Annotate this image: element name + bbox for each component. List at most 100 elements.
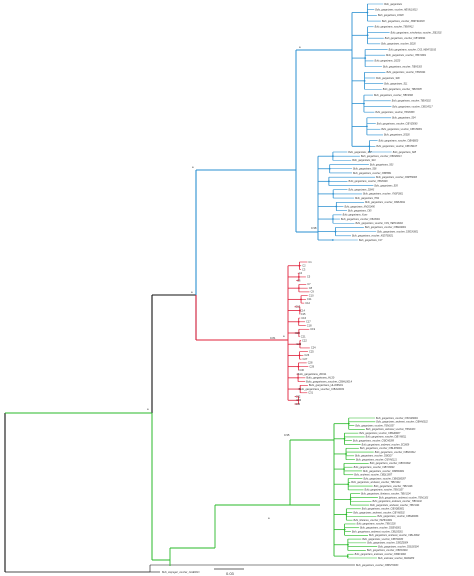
- leaf-label: Bufo_gargarizans_voucher_KIZ0700021: [352, 236, 394, 238]
- leaf-label: Bufo_gargarizans_voucher_CIBGZ0007: [359, 433, 401, 435]
- leaf-label: Bufo_gargarizans_HLJ06N01: [309, 383, 344, 387]
- leaf-label: C7: [307, 282, 311, 286]
- leaf-label: C29: [309, 364, 314, 368]
- leaf-label: Bufo_gargarizans_voucher_CIBYN0033: [362, 539, 404, 541]
- leaf-label: C32: [296, 394, 301, 398]
- leaf-label: Bufo_gargarizans_S08: [393, 152, 417, 154]
- leaf-label: Bufo_gargarizans_C17: [359, 240, 383, 242]
- leaf-label: Bufo_gargarizans_voucher_CIBGZ0006: [377, 516, 419, 518]
- leaf-label: C13: [295, 305, 300, 309]
- support-value: 0.98: [311, 226, 317, 230]
- leaf-label: Bufo_gargarizans_voucher_CIBKM0001: [363, 471, 405, 473]
- leaf-label: Bufo_gargarizans_voucher_HEXIU10613: [375, 9, 418, 11]
- leaf-label: Bufo_gargarizans_andrewsi_voucher_CIBYN0…: [353, 512, 405, 514]
- leaf-label: C10: [309, 293, 314, 297]
- leaf-label: Bufo_gargarizans_andrewsi_voucher_CIBLJ0…: [369, 535, 420, 537]
- leaf-label: C14: [300, 308, 305, 312]
- leaf-label: Bufo_gargarizans_voucher_CIBYZ0080: [377, 123, 418, 125]
- leaf-label: Bufo_gargarizans_voucher_TIBV0305: [383, 89, 423, 91]
- leaf-label: Bufo_gargarizans_voucher_CIBZJ0011: [365, 202, 406, 204]
- support-value: 0.95: [284, 433, 290, 437]
- leaf-label: Bufo_gargarizans_HN9: [355, 198, 380, 200]
- leaf-label: Bufo_gargarizans_voucher_CIBJX001: [341, 219, 381, 221]
- leaf-label: Bufo_gargarizans_S06: [353, 169, 377, 171]
- leaf-label: Bufo_gargarizans_voucher_CIBHL0014: [306, 379, 352, 383]
- support-value: a: [191, 290, 193, 294]
- leaf-label: Bufo_gargarizans_tibetanus_voucher_TIBV1…: [361, 492, 411, 495]
- leaf-label: Bufo_gargarizans_20011: [297, 372, 326, 376]
- support-value: a: [268, 516, 270, 520]
- leaf-label: Bufo_tibetanus_voucher_HEHF10001: [353, 519, 392, 522]
- tree-branches: [4, 3, 392, 573]
- leaf-label: Bufo_gargarizans_voucher_CIBLS0004: [378, 545, 419, 548]
- leaf-label: Bufo_gargarizans_voucher_CIBJL0003: [299, 387, 345, 391]
- leaf-label: C18: [307, 323, 312, 327]
- leaf-label: Bufo_gargarizans_S09: [376, 78, 400, 80]
- leaf-label: Bufo_gargarizans_andrewsi_voucher_SC0009: [362, 444, 410, 446]
- leaf-label: Bufo_gargarizans_voucher_CIBXDB0001: [362, 509, 405, 511]
- leaf-label: Bufo_gargarizans_voucher_CIBXZ0013: [361, 156, 402, 158]
- leaf-label: Bufo_gargarizans_HL30: [306, 376, 335, 380]
- leaf-label: Bufo_gargarizans_voucher_CIBSN0001: [360, 528, 402, 530]
- leaf-label: C3: [302, 267, 306, 271]
- leaf-label: Bufo_gargarizans_voucher_TIBV0412: [375, 26, 415, 29]
- support-value: a: [283, 334, 285, 338]
- leaf-label: C16: [301, 316, 306, 320]
- leaf-label: Bufo_gargarizans_voucher_CIBGD7: [355, 456, 393, 458]
- leaf-label: Bufo_gargarizans_C85: [348, 210, 372, 212]
- leaf-label: C25: [309, 349, 314, 353]
- leaf-label: Bufo_gargarizans: [384, 4, 403, 6]
- support-value: 0.81: [270, 336, 276, 340]
- leaf-label: C9: [310, 290, 314, 294]
- leaf-label: Bufo_gargarizans_voucher_YBSY0001: [386, 55, 427, 57]
- leaf-label: C15: [301, 312, 306, 316]
- leaf-label: C27: [303, 357, 308, 361]
- leaf-label: Bufo_gargarizans_voucher_TIBV1106: [374, 486, 413, 488]
- leaf-label: Bufo_andrewsi_voucher_NGR0289: [378, 558, 415, 560]
- leaf-label: Bufo_gargarizans_voucher_CIBHH0003: [376, 177, 418, 179]
- leaf-label: Bufo_gargarizans_voucher_CIBSC0012: [375, 452, 417, 454]
- leaf-label: Bufo_gargarizans_voucher_CIBGX0001: [377, 231, 419, 233]
- leaf-label: Bufo_gargarizans_voucher_TIBV0401: [386, 71, 426, 74]
- leaf-label: Bufo_gargarizans_voucher_CIBHZY0003: [356, 565, 399, 567]
- leaf-label: C2: [302, 264, 306, 268]
- support-value: a: [299, 45, 301, 49]
- leaf-label: C23: [296, 342, 301, 346]
- leaf-label: Bufo_gargarizans_S10: [352, 160, 376, 162]
- leaf-label: C21: [301, 335, 306, 339]
- leaf-label: C20: [295, 331, 300, 335]
- leaf-label: C12: [305, 301, 310, 305]
- leaf-label: Bufo_gargarizans_voucher_CIBGZ0004: [367, 542, 409, 545]
- leaf-label: Bufo_gargarizans_voucher_CIBYN0121: [356, 459, 398, 461]
- leaf-label: Bufo_gargarizans_18220: [375, 61, 401, 63]
- leaf-label: Bufo_gargarizans_voucher_YNSF0001: [363, 194, 404, 196]
- leaf-label: Bufo_gargarizans_S11: [384, 83, 408, 85]
- leaf-label: Bufo_gargarizans_voucher_CIBLSH0001: [360, 448, 403, 450]
- leaf-label: C4: [299, 271, 303, 275]
- leaf-label: C8: [309, 286, 313, 290]
- leaf-label: Bufo_gargarizans_voucher_TIBV0303: [383, 66, 423, 68]
- leaf-label: C5: [307, 275, 311, 279]
- leaf-label: Bufo_gargarizans_voucher_CIBGD0001: [365, 227, 407, 229]
- leaf-label: Bufo_gargarizans_voucher_CIBYN0011: [366, 437, 407, 439]
- leaf-label: Bufo_gargarizans_18248: [378, 14, 404, 17]
- leaf-label: C30: [299, 368, 304, 372]
- tree-leaf-labels: Bufo_gargarizans_voucher_CIBHZY0003 Bufo_…: [162, 4, 442, 574]
- leaf-label: Bufo_gargarizans_20026: [384, 135, 410, 137]
- leaf-label: C33: [296, 398, 301, 402]
- leaf-label: Bufo_gargarizans_S05: [374, 185, 398, 187]
- leaf-label: Bufo_gargarizans_voucher_CIBYZ0107: [376, 146, 417, 148]
- leaf-label: Bufo_gargarizans_andrewsi_voucher_TIBV10…: [351, 482, 401, 484]
- leaf-label: Bufo_gargarizans_andrewsi_voucher_TIBV10…: [366, 429, 416, 431]
- leaf-label: Bufo_gargarizans_voucher_TIBV0302: [392, 101, 432, 103]
- leaf-label: Bufo_gargarizans_voucher_TIBV1007: [355, 425, 395, 427]
- leaf-label: C17: [306, 320, 311, 324]
- leaf-label: C28: [308, 361, 313, 365]
- leaf-label: Bufo_gargarizans_andrewsi_voucher_CIBHN0…: [376, 422, 428, 424]
- leaf-label: Bufo_gargarizans_voucher_TIBV0409: [349, 180, 389, 183]
- leaf-label: Bufo_gargarizans_voucher_CIBYN0004: [354, 466, 396, 469]
- leaf-label: Bufo_gargarizans_voucher_XBSTS10003: [382, 21, 425, 23]
- leaf-label: Bufo_gargarizans_Xuan: [343, 215, 368, 217]
- support-value: a: [147, 407, 149, 411]
- leaf-label: Bufo_gargarizans_voucher_CIBCH0059: [353, 441, 395, 443]
